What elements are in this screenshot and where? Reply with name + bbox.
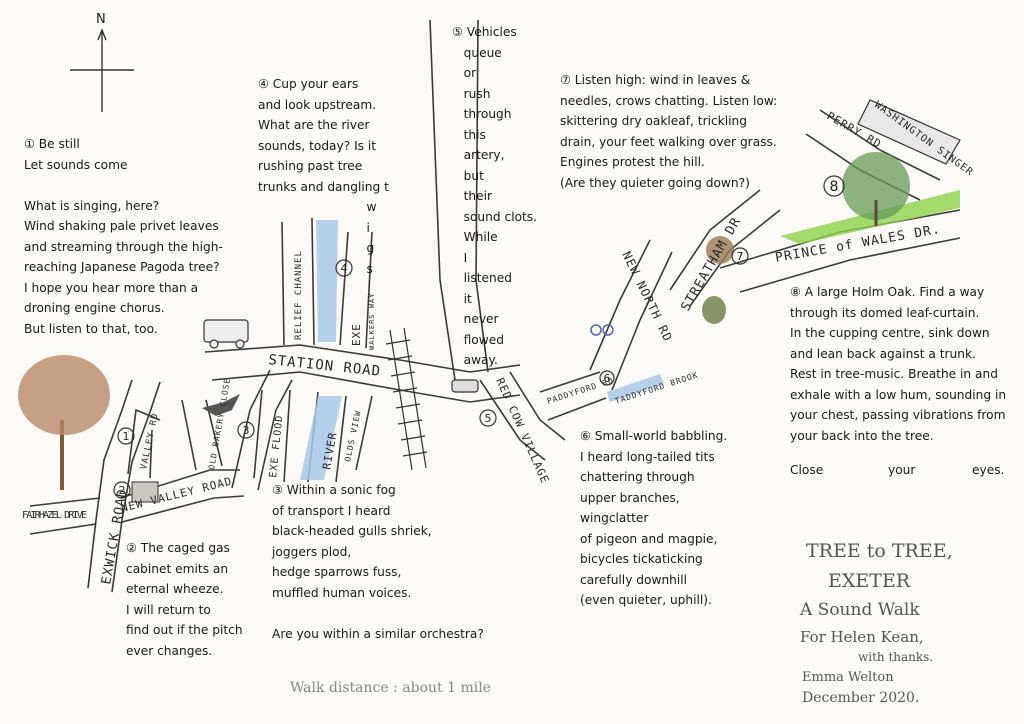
stop-number: 2 (119, 484, 126, 497)
note-stop-4: ④ Cup your ears and look upstream. What … (258, 77, 389, 276)
railway (385, 327, 428, 471)
stop-number: 5 (485, 412, 492, 425)
note-stop-2: ② The caged gas cabinet emits an eternal… (126, 541, 243, 658)
north-label: N (96, 12, 106, 27)
street-label-exe-flood: EXE FLOOD (268, 414, 286, 478)
compass-icon (70, 28, 134, 112)
note-stop-5: ⑤ Vehicles queue or rush through this ar… (452, 25, 538, 367)
title-line-1: TREE to TREE, (806, 540, 953, 562)
street-label-valley-rd: VALLEY RD (139, 412, 161, 471)
stop-markers (113, 175, 845, 499)
title-line-2: EXETER (828, 570, 911, 592)
stop-number: 3 (243, 424, 250, 437)
street-label-walkers-way: WALKERS WAY (368, 293, 376, 350)
your-word: your (888, 463, 916, 477)
cyclist-icon (590, 324, 614, 336)
van-icon (203, 319, 249, 349)
street-label-paddyford-rd: PADDYFORD RD (546, 376, 615, 406)
dedication-line-1: For Helen Kean, (800, 628, 924, 646)
stop-number: 6 (604, 372, 611, 385)
stop-number: 4 (341, 262, 348, 275)
bird-icon (202, 394, 240, 416)
note-stop-8: ⑧ A large Holm Oak. Find a way through i… (790, 285, 1007, 443)
eyes-word: eyes. (972, 463, 1005, 477)
holm-oak-tree-icon (842, 152, 910, 226)
stop-number: 8 (830, 179, 839, 195)
date: December 2020. (802, 690, 920, 706)
street-label-exe: EXE (350, 323, 363, 346)
close-word: Close (790, 463, 824, 477)
street-label-fairhazel-drive: FAIRHAZEL DRIVE (22, 510, 88, 521)
dedication-line-2: with thanks. (858, 650, 934, 664)
note-stop-1: ① Be still Let sounds come What is singi… (24, 137, 223, 336)
street-label-relief-channel: RELIEF CHANNEL (294, 250, 304, 340)
note-stop-7: ⑦ Listen high: wind in leaves & needles,… (560, 73, 778, 190)
rivers (300, 220, 664, 480)
car-icon (451, 379, 479, 393)
subtitle: A Sound Walk (800, 600, 920, 620)
stop-number: 1 (123, 430, 130, 443)
small-tree-icon (702, 236, 734, 324)
note-stop-3: ③ Within a sonic fog of transport I hear… (272, 483, 484, 641)
roads (29, 19, 961, 593)
gas-cabinet-icon (131, 481, 159, 503)
walk-distance: Walk distance : about 1 mile (290, 680, 491, 696)
tree-icon (18, 355, 110, 490)
author: Emma Welton (802, 670, 894, 685)
note-stop-6: ⑥ Small-world babbling. I heard long-tai… (580, 429, 728, 607)
washington-singer-building-icon (857, 99, 961, 165)
stop-number: 7 (737, 250, 744, 263)
